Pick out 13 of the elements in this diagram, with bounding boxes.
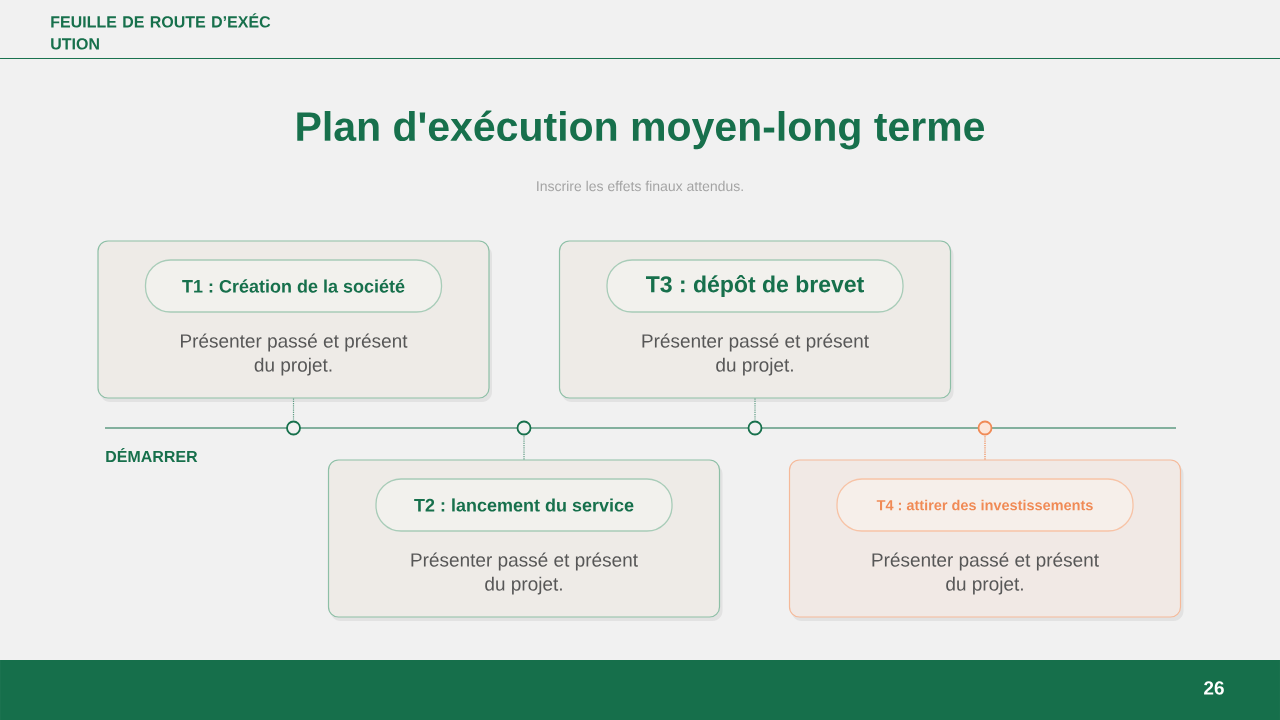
- page-number: 26: [1204, 681, 1224, 695]
- milestone-pill: T2 : lancement du service: [375, 478, 673, 532]
- connector-line: [984, 434, 986, 460]
- connector-line: [292, 398, 295, 422]
- slide-title: Plan d'exécution moyen-long terme: [297, 110, 985, 150]
- milestone-pill: T3 : dépôt de brevet: [606, 259, 904, 313]
- connector-line: [523, 434, 525, 460]
- header-title: FEUILLE DE ROUTE D’EXÉC UTION: [51, 13, 271, 50]
- milestone-pill: T4 : attirer des investissements: [836, 478, 1134, 532]
- subtitle: Inscrire les effets finaux attendus.: [537, 180, 743, 192]
- connector-line: [754, 398, 756, 422]
- milestone-pill: T1 : Création de la société: [144, 259, 443, 313]
- start-label: DÉMARRER: [106, 447, 198, 463]
